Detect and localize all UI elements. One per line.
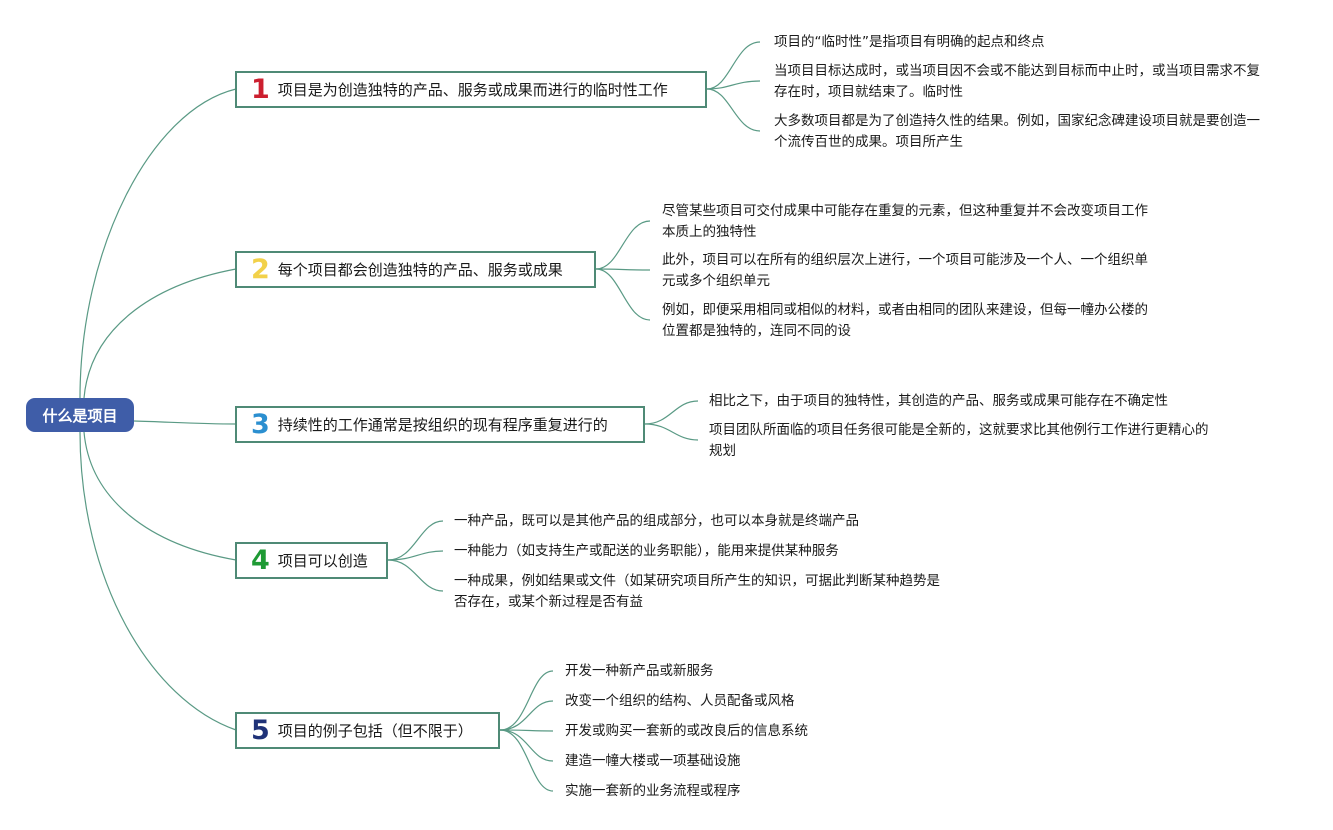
leaf-5-3[interactable]: 开发或购买一套新的或改良后的信息系统 [565,723,808,739]
connector-2-c [595,268,651,321]
connector-2-b [595,268,651,271]
connector-1-a [706,41,761,90]
leaf-1-3[interactable]: 大多数项目都是为了创造持久性的结果。例如，国家纪念碑建设项目就是要创造一个流传百… [774,113,1260,150]
branch-node-4[interactable]: 4 项目可以创造 [235,542,388,579]
connector-2-a [595,220,651,270]
connector-root-2 [83,268,237,399]
branch-number-2: 2 [251,254,270,285]
connector-root-4 [83,431,237,561]
branch-number-5: 5 [251,715,270,746]
leaf-5-5[interactable]: 实施一套新的业务流程或程序 [565,783,741,799]
branch-label-5: 项目的例子包括（但不限于） [277,722,473,740]
connector-5-d [499,729,554,762]
root-label: 什么是项目 [42,406,118,425]
connector-5-e [499,729,554,792]
leaf-5-2[interactable]: 改变一个组织的结构、人员配备或风格 [565,693,795,709]
leaf-3-2[interactable]: 项目团队所面临的项目任务很可能是全新的，这就要求比其他例行工作进行更精心的规划 [709,422,1209,459]
branch-node-3[interactable]: 3 持续性的工作通常是按组织的现有程序重复进行的 [235,406,645,443]
leaf-1-2[interactable]: 当项目目标达成时，或当项目因不会或不能达到目标而中止时，或当项目需求不复存在时，… [774,63,1260,100]
leaf-2-1[interactable]: 尽管某些项目可交付成果中可能存在重复的元素，但这种重复并不会改变项目工作本质上的… [662,203,1148,240]
leaf-4-2[interactable]: 一种能力（如支持生产或配送的业务职能），能用来提供某种服务 [454,543,839,559]
connector-5-a [499,670,554,731]
branch-label-3: 持续性的工作通常是按组织的现有程序重复进行的 [277,416,608,434]
branch-node-2[interactable]: 2 每个项目都会创造独特的产品、服务或成果 [235,251,596,288]
leaf-2-3[interactable]: 例如，即便采用相同或相似的材料，或者由相同的团队来建设，但每一幢办公楼的位置都是… [662,302,1148,339]
branch-label-2: 每个项目都会创造独特的产品、服务或成果 [277,261,563,279]
leaf-4-1[interactable]: 一种产品，既可以是其他产品的组成部分，也可以本身就是终端产品 [454,513,859,529]
branch-label-4: 项目可以创造 [277,552,368,570]
leaf-1-1[interactable]: 项目的“临时性”是指项目有明确的起点和终点 [774,34,1045,50]
branch-node-1[interactable]: 1 项目是为创造独特的产品、服务或成果而进行的临时性工作 [235,71,707,108]
connector-5-b [499,700,554,731]
connector-root-1 [79,88,237,399]
connector-3-a [644,400,699,425]
connector-4-a [387,520,444,561]
connector-1-b [706,80,761,90]
branch-label-1: 项目是为创造独特的产品、服务或成果而进行的临时性工作 [277,81,668,99]
leaf-5-4[interactable]: 建造一幢大楼或一项基础设施 [565,753,741,769]
connector-4-b [387,550,444,561]
branch-number-4: 4 [251,545,270,576]
branch-number-1: 1 [251,74,270,105]
branch-node-5[interactable]: 5 项目的例子包括（但不限于） [235,712,500,749]
connector-4-c [387,559,444,592]
leaf-4-3[interactable]: 一种成果，例如结果或文件（如某研究项目所产生的知识，可据此判断某种趋势是否存在，… [454,573,940,610]
branch-number-3: 3 [251,409,270,440]
leaf-2-2[interactable]: 此外，项目可以在所有的组织层次上进行，一个项目可能涉及一个人、一个组织单元或多个… [662,252,1148,289]
connector-root-3 [133,420,237,425]
connector-3-b [644,423,699,441]
leaf-3-1[interactable]: 相比之下，由于项目的独特性，其创造的产品、服务或成果可能存在不确定性 [709,393,1168,409]
leaf-5-1[interactable]: 开发一种新产品或新服务 [565,663,714,679]
connector-root-5 [79,431,237,731]
root-node[interactable]: 什么是项目 [26,398,134,432]
connector-1-c [706,88,761,132]
